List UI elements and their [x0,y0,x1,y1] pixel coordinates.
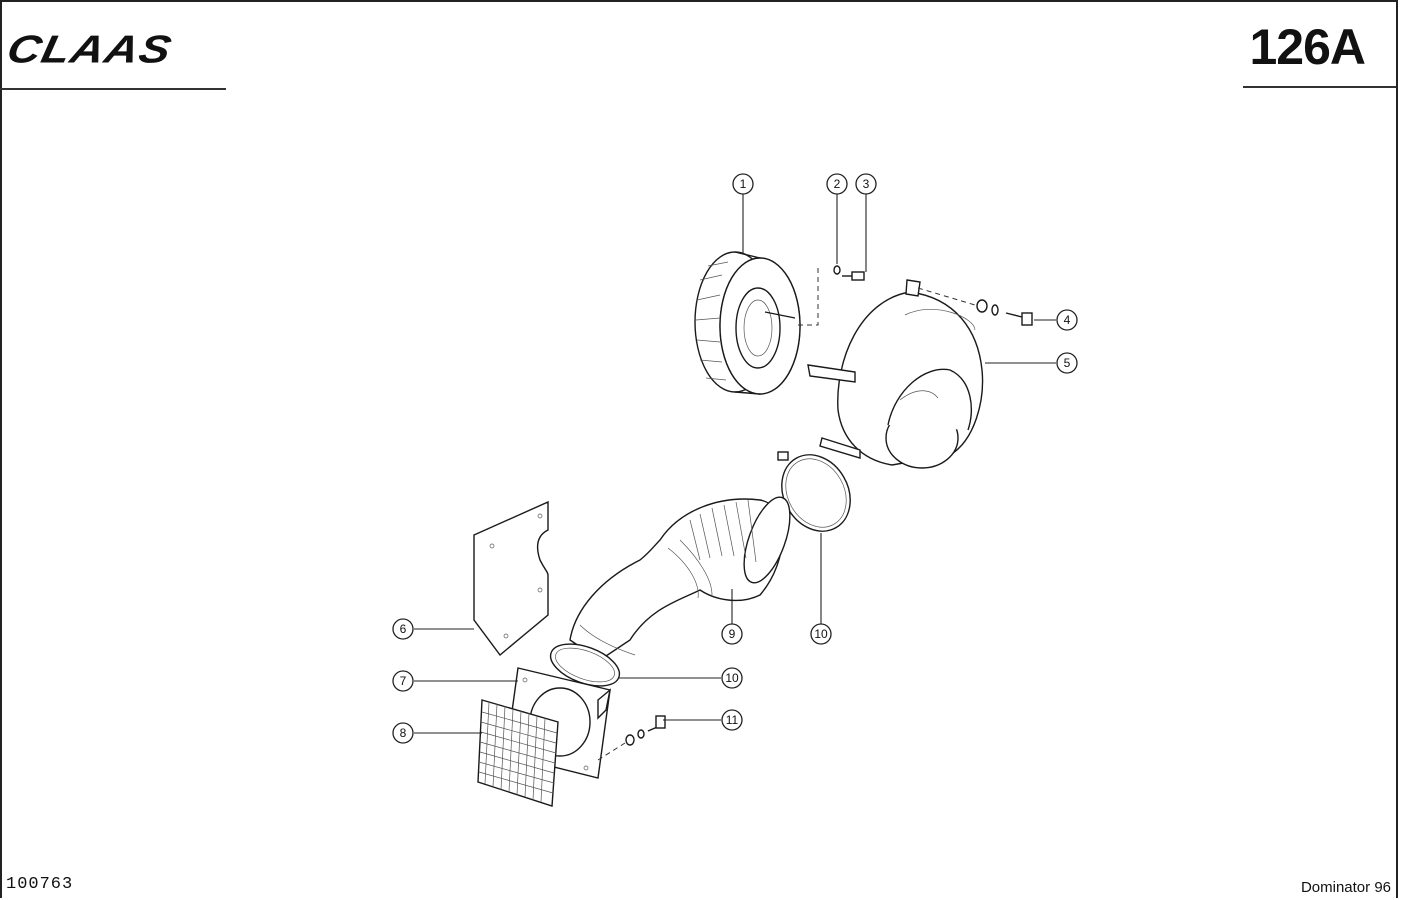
svg-text:4: 4 [1064,313,1071,327]
svg-text:10: 10 [725,671,739,685]
page-number-underline [1243,86,1396,88]
assembly-line-bolt-4 [917,287,976,306]
callout-10-lower: 10 [721,667,743,689]
callout-1: 1 [732,173,754,195]
svg-text:11: 11 [726,713,739,727]
hose-clamp-upper [777,451,851,532]
page-number: 126A [1249,19,1366,75]
machine-model: Dominator 96 [1300,879,1391,896]
hub-bolt [842,271,865,281]
cover-plate [473,500,549,657]
housing-bolt-set [976,299,1033,326]
callout-6: 6 [392,618,414,640]
svg-text:7: 7 [400,674,407,688]
svg-text:1: 1 [740,177,747,191]
leader-lines [414,194,1056,734]
flange-bolt-set [625,715,666,746]
svg-text:6: 6 [400,622,407,636]
svg-text:3: 3 [863,177,870,191]
document-number: 100763 [6,875,74,894]
fan-impeller [694,251,801,395]
callout-2: 2 [826,173,848,195]
svg-text:2: 2 [834,177,841,191]
callout-3: 3 [855,173,877,195]
svg-text:10: 10 [814,627,828,641]
blower-housing [807,279,984,469]
svg-text:9: 9 [729,627,736,641]
callout-4: 4 [1056,309,1078,331]
hub-washer [833,265,841,275]
logo-underline [0,88,226,90]
flexible-duct [569,496,791,661]
callout-8: 8 [392,722,414,744]
callout-5: 5 [1056,352,1078,374]
svg-text:5: 5 [1064,356,1071,370]
svg-text:8: 8 [400,726,407,740]
callout-9: 9 [721,623,743,645]
callout-11: 11 [721,709,743,731]
callout-7: 7 [392,670,414,692]
assembly-line-hub [795,268,819,326]
protective-grille [477,699,559,807]
callout-10-upper: 10 [810,623,832,645]
